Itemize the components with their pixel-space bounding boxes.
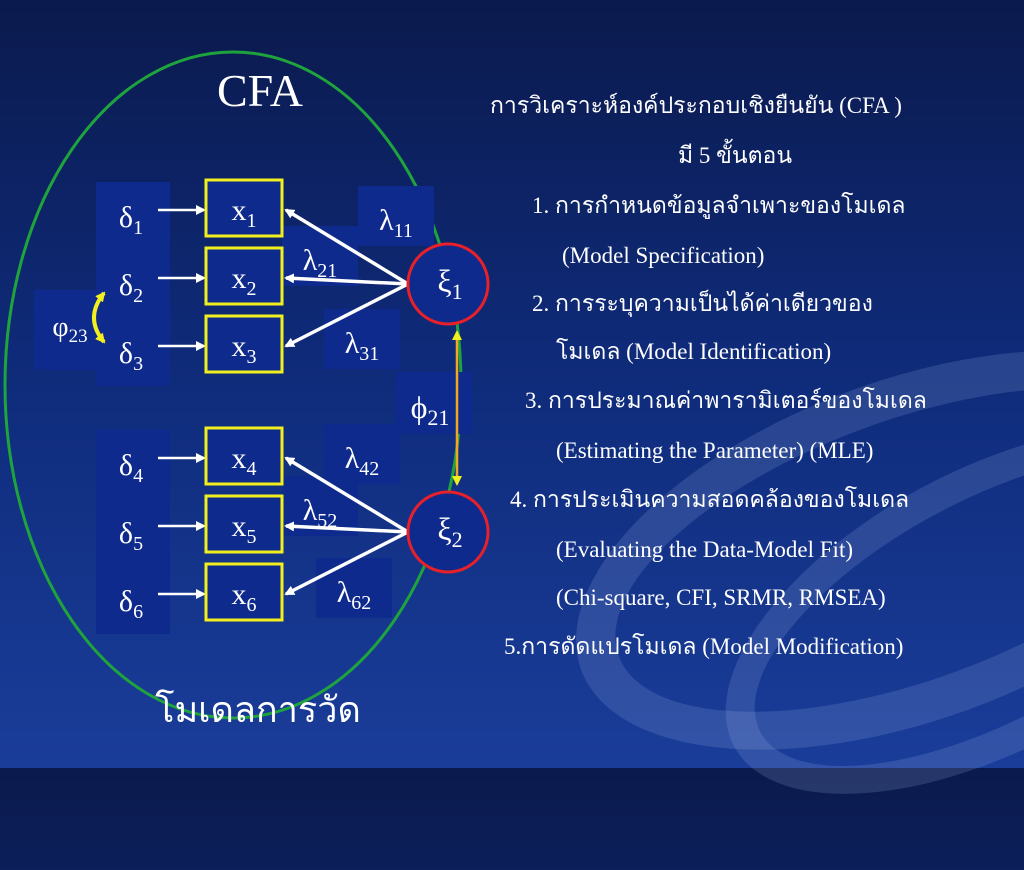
steps-heading: การวิเคราะห์องค์ประกอบเชิงยืนยัน (CFA ) bbox=[490, 93, 902, 118]
loading-arrow-42 bbox=[284, 456, 409, 534]
delta-label-5: δ5 bbox=[119, 517, 143, 555]
indicator-box-x5 bbox=[204, 494, 284, 554]
indicator-label-x2: x2 bbox=[232, 262, 257, 300]
loading-arrow-52 bbox=[284, 521, 409, 534]
delta-box-3 bbox=[96, 318, 170, 386]
indicator-label-x3: x3 bbox=[232, 330, 257, 368]
loading-label-11: λ11 bbox=[379, 204, 413, 242]
loading-box-42 bbox=[324, 424, 400, 484]
step-2-title: 2. การระบุความเป็นได้ค่าเดียวของ bbox=[532, 291, 873, 316]
delta-box-5 bbox=[96, 498, 170, 566]
factor-cov-label: ϕ21 bbox=[411, 389, 450, 430]
error-to-indicator-arrows bbox=[158, 205, 206, 599]
step-1-title: 1. การกำหนดข้อมูลจำเพาะของโมเดล bbox=[532, 193, 906, 218]
measurement-model-label: โมเดลการวัด bbox=[155, 689, 361, 730]
step-1-english: (Model Specification) bbox=[562, 243, 765, 268]
loading-label-21: λ21 bbox=[303, 244, 338, 282]
indicator-box-x4 bbox=[204, 426, 284, 486]
delta-box-4 bbox=[96, 430, 170, 498]
loading-label-42: λ42 bbox=[345, 442, 380, 480]
delta-box-1 bbox=[96, 182, 170, 250]
loading-box-21 bbox=[282, 226, 358, 286]
loading-arrow-11 bbox=[284, 208, 409, 286]
delta-label-3: δ3 bbox=[119, 337, 143, 375]
delta-label-1: δ1 bbox=[119, 201, 143, 239]
loading-arrow-31 bbox=[284, 282, 409, 348]
indicator-box-x2 bbox=[204, 246, 284, 306]
indicator-box-x1 bbox=[204, 178, 284, 238]
delta-box-6 bbox=[96, 566, 170, 634]
indicator-label-x4: x4 bbox=[232, 442, 257, 480]
error-cov-label: φ23 bbox=[52, 312, 87, 347]
step-3-title: 3. การประมาณค่าพารามิเตอร์ของโมเดล bbox=[525, 388, 927, 413]
factor-to-indicator-arrows bbox=[284, 208, 409, 596]
error-cov-arrow bbox=[92, 291, 106, 344]
loading-box-11 bbox=[358, 186, 434, 246]
factor-circle-1 bbox=[406, 242, 490, 326]
indicator-label-x6: x6 bbox=[232, 578, 257, 616]
delta-label-6: δ6 bbox=[119, 585, 143, 623]
step-2-english: โมเดล (Model Identification) bbox=[556, 339, 832, 364]
steps-count: มี 5 ขั้นตอน bbox=[678, 143, 793, 168]
step-4-title: 4. การประเมินความสอดคล้องของโมเดล bbox=[510, 487, 910, 512]
delta-label-4: δ4 bbox=[119, 449, 143, 487]
error-cov-box bbox=[34, 290, 98, 370]
step-5-title: 5.การดัดแปรโมเดล (Model Modification) bbox=[504, 634, 904, 659]
step-4-english: (Evaluating the Data-Model Fit) bbox=[556, 537, 854, 562]
indicator-box-x6 bbox=[204, 562, 284, 622]
loading-box-62 bbox=[316, 558, 392, 618]
indicator-label-x1: x1 bbox=[232, 194, 257, 232]
delta-label-2: δ2 bbox=[119, 269, 143, 307]
factor-label-1: ξ1 bbox=[437, 263, 462, 304]
loading-label-31: λ31 bbox=[345, 327, 380, 365]
factor-label-2: ξ2 bbox=[437, 511, 462, 552]
indicator-boxes: x1 x2 x3 x4 x5 x6 bbox=[204, 178, 284, 622]
delta-box-2 bbox=[96, 250, 170, 318]
factor-circle-2 bbox=[406, 490, 490, 574]
diagram-title: CFA bbox=[217, 65, 303, 116]
factor-circles: ξ1 ξ2 bbox=[406, 242, 490, 574]
indicator-label-x5: x5 bbox=[232, 510, 257, 548]
loading-arrow-21 bbox=[284, 273, 409, 286]
step-4-indices: (Chi-square, CFI, SRMR, RMSEA) bbox=[556, 585, 886, 610]
loading-arrow-62 bbox=[284, 530, 409, 596]
loading-label-62: λ62 bbox=[337, 576, 372, 614]
step-3-english: (Estimating the Parameter) (MLE) bbox=[556, 438, 874, 463]
delta-boxes: δ1 δ2 δ3 δ4 δ5 δ6 bbox=[34, 182, 170, 634]
indicator-box-x3 bbox=[204, 314, 284, 374]
covariance-marks: φ23 ϕ21 bbox=[52, 291, 462, 486]
